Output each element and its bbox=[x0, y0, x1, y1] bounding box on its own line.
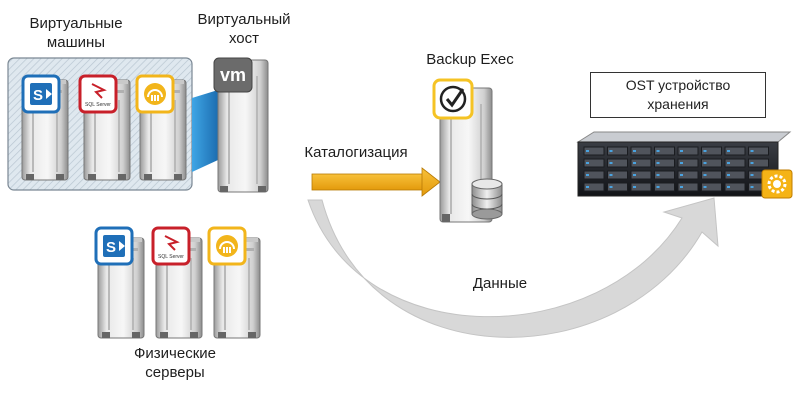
disk-slot bbox=[701, 170, 722, 180]
disk-led bbox=[609, 150, 613, 152]
virtual-machines-label: Виртуальные машины bbox=[10, 14, 142, 52]
virtual-host-label-line2: хост bbox=[228, 30, 260, 47]
disk-slot bbox=[630, 182, 652, 192]
disk-led bbox=[727, 150, 730, 152]
disk-led bbox=[633, 174, 636, 176]
disk-slot bbox=[677, 146, 699, 156]
disk-slot bbox=[654, 158, 675, 168]
disk-slot bbox=[583, 158, 605, 168]
disk-led bbox=[656, 162, 660, 164]
disk-slot bbox=[701, 146, 722, 156]
virtual-machines-label-line1: Виртуальные bbox=[29, 15, 123, 32]
vm-badge-text: vm bbox=[220, 65, 246, 85]
disk-led bbox=[633, 186, 636, 188]
database-icon bbox=[471, 178, 503, 220]
disk-slot bbox=[701, 182, 722, 192]
disk-led bbox=[680, 150, 683, 152]
disk-slot bbox=[654, 170, 675, 180]
disk-led bbox=[703, 186, 707, 188]
exchange-icon bbox=[207, 226, 247, 266]
disk-slot bbox=[724, 182, 746, 192]
disk-led bbox=[656, 186, 660, 188]
disk-led bbox=[609, 174, 613, 176]
physical-servers-label-line1: Физические bbox=[134, 345, 216, 362]
disk-led bbox=[680, 186, 683, 188]
disk-led bbox=[703, 150, 707, 152]
data-label: Данные bbox=[472, 275, 528, 292]
disk-slot bbox=[630, 170, 652, 180]
exchange-icon bbox=[135, 74, 175, 114]
disk-slot bbox=[583, 182, 605, 192]
disk-led bbox=[680, 162, 683, 164]
disk-led bbox=[609, 162, 613, 164]
virtualization-link bbox=[192, 90, 218, 172]
sharepoint-letter: S bbox=[33, 87, 43, 104]
sharepoint-icon: S bbox=[94, 226, 134, 266]
disk-led bbox=[703, 162, 707, 164]
virtual-host-server bbox=[217, 59, 269, 193]
backup-exec-label: Backup Exec bbox=[426, 51, 514, 68]
disk-led bbox=[633, 162, 636, 164]
ost-storage-label-line2: хранения bbox=[647, 96, 709, 112]
disk-led bbox=[680, 174, 683, 176]
ost-storage-device bbox=[576, 131, 792, 197]
disk-slot bbox=[701, 158, 722, 168]
backup-exec-checkmark-icon bbox=[432, 78, 474, 120]
disk-slot bbox=[583, 146, 605, 156]
disk-led bbox=[586, 174, 589, 176]
disk-slot bbox=[583, 170, 605, 180]
virtual-host-label-line1: Виртуальный bbox=[197, 11, 291, 28]
sql-server-text: SQL Server bbox=[85, 102, 111, 108]
physical-servers-label: Физические серверы bbox=[110, 344, 240, 382]
sql-server-icon: SQL Server bbox=[151, 226, 191, 266]
sharepoint-letter: S bbox=[106, 239, 116, 256]
disk-led bbox=[609, 186, 613, 188]
sql-server-icon: SQL Server bbox=[78, 74, 118, 114]
cataloging-arrow bbox=[311, 167, 441, 197]
ost-storage-label-line1: OST устройство bbox=[625, 77, 731, 93]
disk-slot bbox=[677, 170, 699, 180]
disk-slot bbox=[607, 182, 628, 192]
disk-slot bbox=[748, 146, 769, 156]
disk-slot bbox=[654, 146, 675, 156]
cataloging-label: Каталогизация bbox=[304, 144, 408, 161]
disk-led bbox=[586, 150, 589, 152]
disk-slot bbox=[630, 158, 652, 168]
disk-led bbox=[586, 186, 589, 188]
physical-servers-label-line2: серверы bbox=[145, 364, 205, 381]
virtual-machines-label-line2: машины bbox=[46, 34, 106, 51]
disk-led bbox=[750, 150, 754, 152]
vmware-icon: vm bbox=[213, 57, 253, 93]
disk-slot bbox=[724, 170, 746, 180]
disk-led bbox=[656, 174, 660, 176]
disk-led bbox=[586, 162, 589, 164]
disk-led bbox=[750, 186, 754, 188]
virtual-host-label: Виртуальный хост bbox=[178, 10, 310, 48]
disk-led bbox=[656, 150, 660, 152]
disk-led bbox=[727, 162, 730, 164]
sharepoint-icon: S bbox=[21, 74, 61, 114]
gear-icon bbox=[761, 169, 793, 199]
disk-slot bbox=[607, 146, 628, 156]
ost-storage-label: OST устройство хранения bbox=[590, 72, 766, 118]
disk-led bbox=[633, 150, 636, 152]
disk-slot bbox=[607, 170, 628, 180]
disk-slot bbox=[630, 146, 652, 156]
disk-slot bbox=[607, 158, 628, 168]
disk-led bbox=[703, 174, 707, 176]
data-flow-arrow bbox=[307, 197, 719, 338]
disk-slot bbox=[724, 146, 746, 156]
disk-led bbox=[750, 162, 754, 164]
disk-slot bbox=[724, 158, 746, 168]
disk-led bbox=[727, 186, 730, 188]
disk-led bbox=[750, 174, 754, 176]
disk-led bbox=[727, 174, 730, 176]
sql-server-text: SQL Server bbox=[158, 254, 184, 260]
disk-slot bbox=[654, 182, 675, 192]
disk-slot bbox=[748, 158, 769, 168]
disk-slot bbox=[677, 158, 699, 168]
disk-slot bbox=[677, 182, 699, 192]
